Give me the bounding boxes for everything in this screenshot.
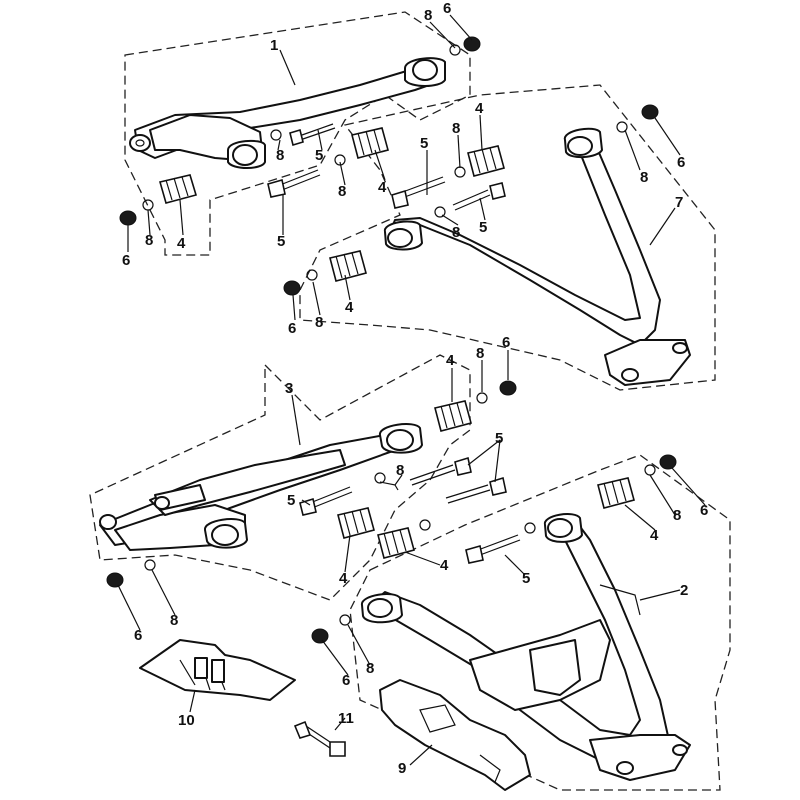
bushing-part-4-h [597, 477, 635, 509]
callout-11: 11 [338, 710, 354, 727]
leader-lines [117, 14, 706, 766]
callout-8: 8 [396, 462, 404, 479]
callout-4: 4 [440, 557, 449, 574]
callout-2: 2 [680, 582, 688, 599]
bolt-part-5-b [267, 169, 321, 198]
callout-5: 5 [522, 570, 530, 587]
callout-10: 10 [178, 712, 195, 729]
callout-6: 6 [443, 0, 451, 17]
bushing-part-4-f [337, 507, 375, 539]
callout-7: 7 [675, 194, 683, 211]
callout-8: 8 [452, 224, 460, 241]
nut-part-6-g [106, 572, 124, 588]
callout-6: 6 [342, 672, 350, 689]
nut-part-6-e [499, 380, 517, 396]
bolt-part-5-c [391, 176, 446, 209]
upper-a-arm-part-7 [383, 127, 691, 386]
bushing-part-4-a [158, 174, 198, 204]
callout-6: 6 [677, 154, 685, 171]
callout-5: 5 [420, 135, 428, 152]
washers-part-8 [142, 44, 656, 626]
group-boundary-part-7 [299, 84, 716, 391]
bolt-part-5-h [465, 534, 521, 564]
nut-part-6-d [283, 280, 301, 296]
callout-6: 6 [700, 502, 708, 519]
callout-8: 8 [452, 120, 460, 137]
bushing-part-4-d [329, 250, 367, 282]
callout-6: 6 [134, 627, 142, 644]
callout-8: 8 [170, 612, 178, 629]
callout-1: 1 [270, 37, 278, 54]
callout-4: 4 [378, 179, 387, 196]
callout-4: 4 [177, 235, 186, 252]
callout-8: 8 [640, 169, 648, 186]
nut-part-6-b [119, 210, 137, 226]
nut-part-6-h [311, 628, 329, 644]
guard-plate-part-9 [379, 679, 531, 791]
callout-5: 5 [495, 430, 503, 447]
callout-8: 8 [673, 507, 681, 524]
group-boundary-part-3 [89, 354, 471, 601]
callout-5: 5 [315, 147, 323, 164]
bolt-part-5-g [445, 476, 507, 504]
callout-6: 6 [122, 252, 130, 269]
callout-4: 4 [475, 100, 484, 117]
lower-a-arm-part-2 [361, 513, 691, 781]
callout-6: 6 [502, 334, 510, 351]
bolt-part-5-e [299, 486, 353, 516]
callout-8: 8 [366, 660, 374, 677]
callout-9: 9 [398, 760, 406, 777]
bolt-part-11 [293, 720, 346, 757]
upper-a-arm-part-1 [129, 57, 446, 169]
callout-8: 8 [424, 7, 432, 24]
callout-labels: 1 8 6 4 8 6 8 5 4 8 5 4 8 5 5 8 8 6 7 4 … [122, 0, 708, 777]
callout-5: 5 [479, 219, 487, 236]
bolt-part-5-a [289, 123, 336, 147]
callout-5: 5 [287, 492, 295, 509]
bolt-part-5-d [452, 182, 506, 211]
lower-a-arm-part-3 [99, 423, 423, 551]
callout-6: 6 [288, 320, 296, 337]
bushing-part-4-b [351, 127, 389, 159]
callout-5: 5 [277, 233, 285, 250]
skid-plate-part-10 [139, 639, 296, 701]
callout-4: 4 [345, 299, 354, 316]
nut-part-6-c [641, 104, 659, 120]
callout-4: 4 [446, 352, 455, 369]
bolt-part-5-f [409, 456, 472, 486]
group-boundary-part-2 [349, 454, 731, 791]
callout-8: 8 [338, 183, 346, 200]
callout-4: 4 [339, 570, 348, 587]
callout-8: 8 [145, 232, 153, 249]
callout-8: 8 [315, 314, 323, 331]
callout-8: 8 [276, 147, 284, 164]
callout-3: 3 [285, 380, 293, 397]
callout-8: 8 [476, 345, 484, 362]
callout-4: 4 [650, 527, 659, 544]
bushing-part-4-c [467, 145, 505, 177]
nut-part-6-f [659, 454, 677, 470]
bushing-part-4-g [377, 527, 415, 559]
nut-part-6-a [463, 36, 481, 52]
group-boundary-part-1 [124, 11, 471, 256]
bushing-part-4-e [434, 400, 472, 432]
